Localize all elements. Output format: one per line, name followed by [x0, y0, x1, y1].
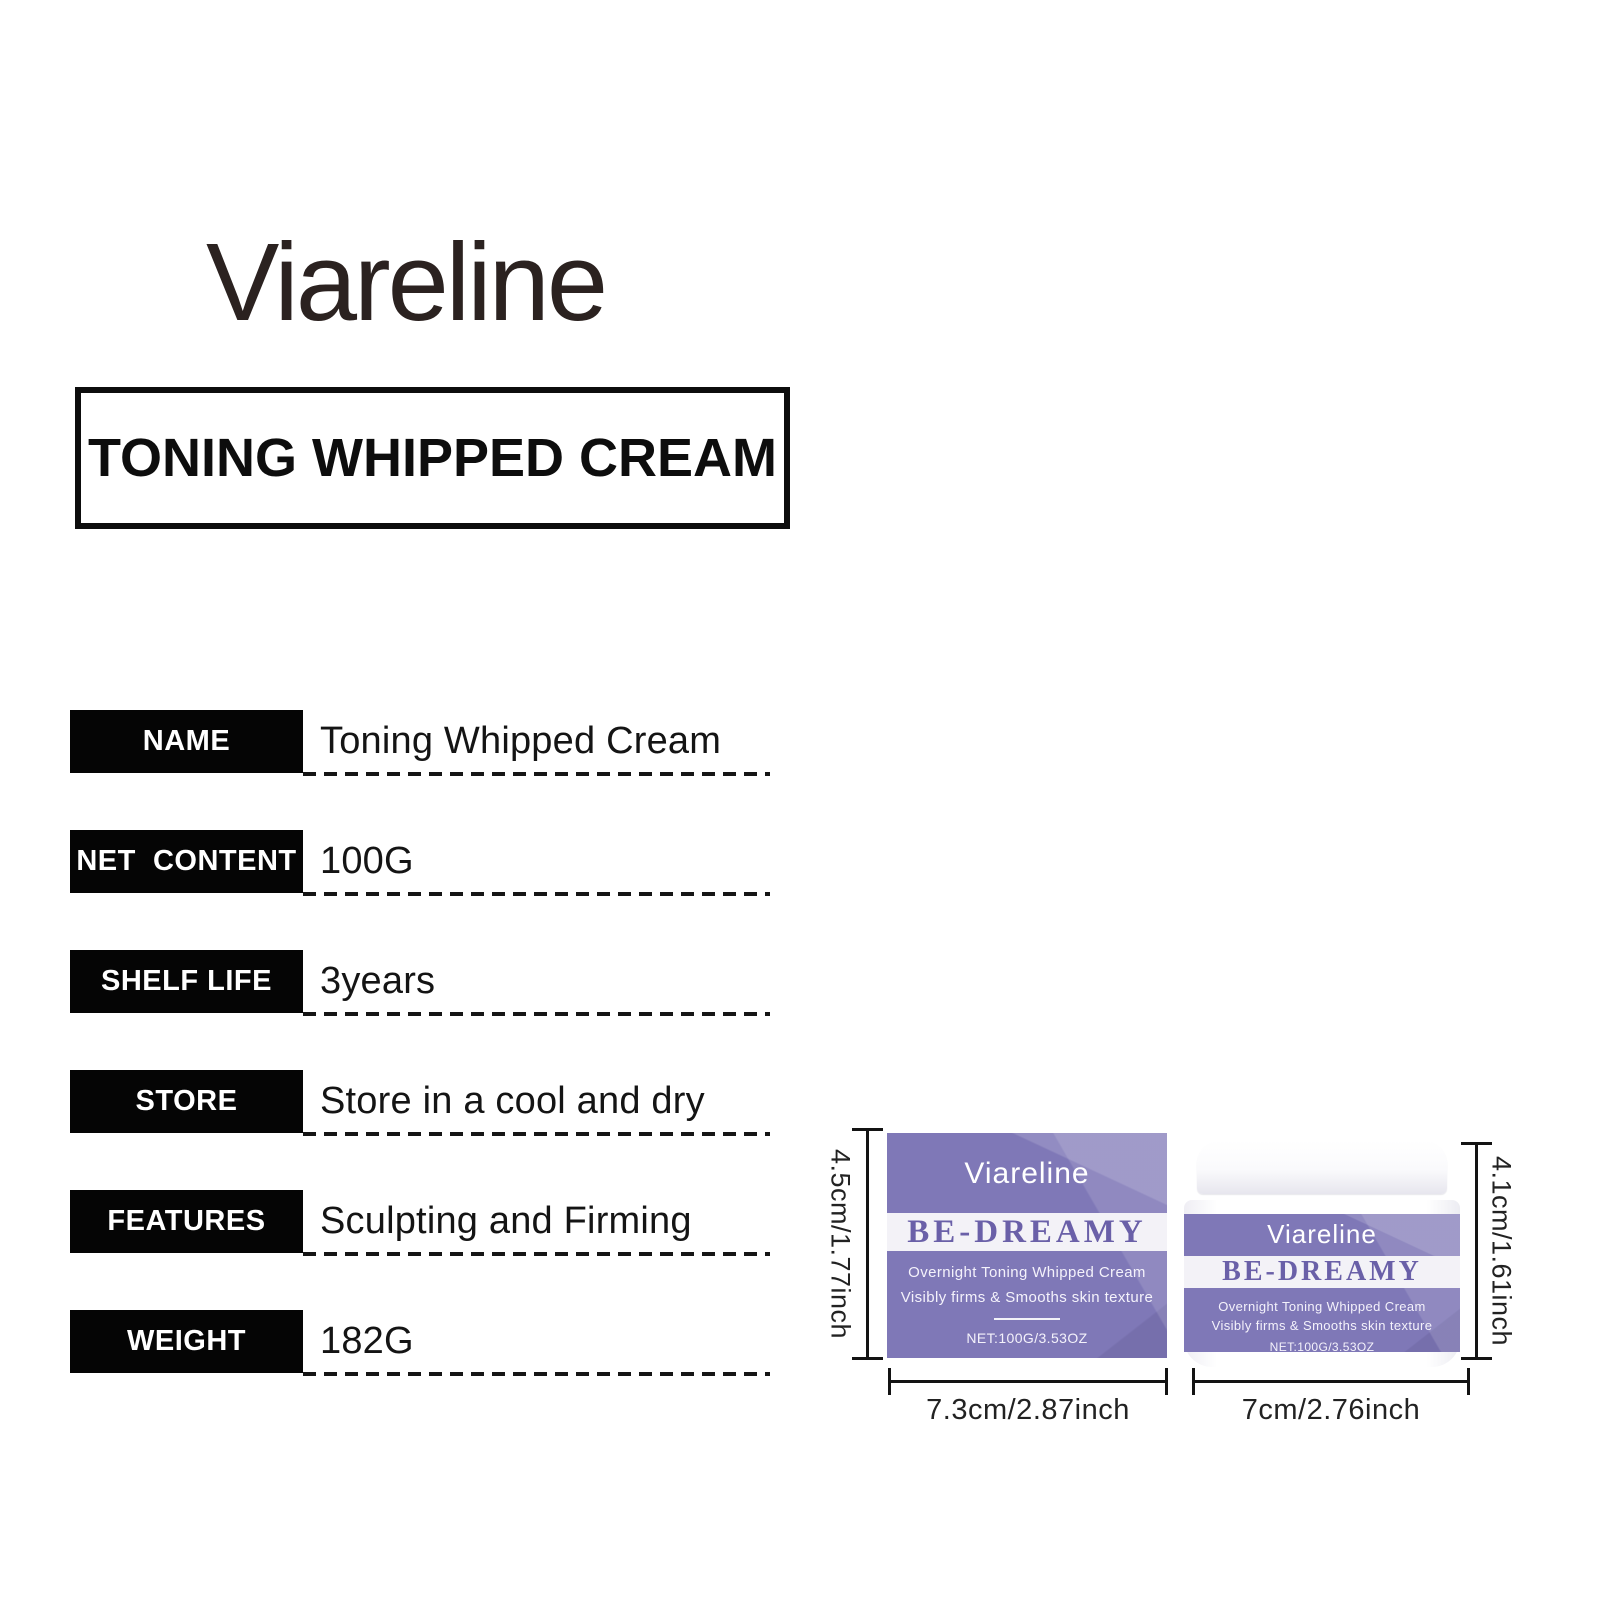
product-jar-image: Viareline BE-DREAMY Overnight Toning Whi… — [1184, 1140, 1460, 1367]
spec-value-features: Sculpting and Firming — [320, 1200, 692, 1242]
spec-row-name: NAME Toning Whipped Cream — [70, 710, 770, 776]
carton-net-weight: NET:100G/3.53OZ — [966, 1330, 1088, 1346]
carton-width-dimension-line — [888, 1368, 1168, 1395]
spec-label-features: FEATURES — [70, 1190, 303, 1253]
jar-height-dimension-line — [1461, 1142, 1492, 1360]
carton-height-label: 4.5cm/1.77inch — [825, 1148, 856, 1340]
dashed-divider — [303, 1132, 770, 1136]
jar-product-name: BE-DREAMY — [1222, 1256, 1422, 1287]
carton-brand-text: Viareline — [964, 1157, 1090, 1190]
jar-width-dimension-line — [1192, 1368, 1470, 1395]
jar-tagline-1: Overnight Toning Whipped Cream — [1218, 1299, 1426, 1314]
spec-label-weight: WEIGHT — [70, 1310, 303, 1373]
carton-name-band: BE-DREAMY — [887, 1213, 1167, 1251]
spec-row-weight: WEIGHT 182G — [70, 1310, 770, 1376]
jar-net-weight: NET:100G/3.53OZ — [1269, 1340, 1375, 1354]
spec-label-shelf-life: SHELF LIFE — [70, 950, 303, 1013]
dashed-divider — [303, 1252, 770, 1256]
product-carton-image: Viareline BE-DREAMY Overnight Toning Whi… — [887, 1133, 1167, 1358]
spec-value-shelf-life: 3years — [320, 960, 436, 1002]
product-title-box: TONING WHIPPED CREAM — [75, 387, 790, 529]
carton-product-name: BE-DREAMY — [907, 1213, 1147, 1250]
spec-value-name: Toning Whipped Cream — [320, 720, 722, 762]
spec-row-net-content: NET CONTENT 100G — [70, 830, 770, 896]
spec-label-store: STORE — [70, 1070, 303, 1133]
jar-brand-text: Viareline — [1267, 1219, 1377, 1249]
jar-label: Viareline BE-DREAMY Overnight Toning Whi… — [1184, 1214, 1460, 1354]
spec-row-store: STORE Store in a cool and dry — [70, 1070, 770, 1136]
spec-value-net-content: 100G — [320, 840, 414, 882]
jar-height-label: 4.1cm/1.61inch — [1486, 1155, 1517, 1347]
carton-tagline-2: Visibly firms & Smooths skin texture — [900, 1289, 1154, 1306]
carton-height-dimension-line — [852, 1128, 883, 1360]
product-title: TONING WHIPPED CREAM — [87, 428, 778, 488]
jar-name-band: BE-DREAMY — [1184, 1256, 1460, 1288]
spec-label-net-content: NET CONTENT — [70, 830, 303, 893]
carton-width-label: 7.3cm/2.87inch — [926, 1394, 1130, 1426]
jar-lid — [1197, 1140, 1447, 1194]
brand-logo: Viareline — [206, 221, 608, 344]
dashed-divider — [303, 1372, 770, 1376]
spec-value-store: Store in a cool and dry — [320, 1080, 705, 1122]
carton-tagline-1: Overnight Toning Whipped Cream — [908, 1264, 1146, 1281]
spec-table: NAME Toning Whipped Cream NET CONTENT 10… — [70, 710, 770, 1430]
spec-row-shelf-life: SHELF LIFE 3years — [70, 950, 770, 1016]
carton-divider-line — [994, 1318, 1060, 1320]
dashed-divider — [303, 1012, 770, 1016]
dashed-divider — [303, 892, 770, 896]
jar-width-label: 7cm/2.76inch — [1241, 1394, 1421, 1426]
jar-tagline-2: Visibly firms & Smooths skin texture — [1211, 1318, 1433, 1333]
spec-row-features: FEATURES Sculpting and Firming — [70, 1190, 770, 1256]
dashed-divider — [303, 772, 770, 776]
spec-value-weight: 182G — [320, 1320, 414, 1362]
spec-label-name: NAME — [70, 710, 303, 773]
